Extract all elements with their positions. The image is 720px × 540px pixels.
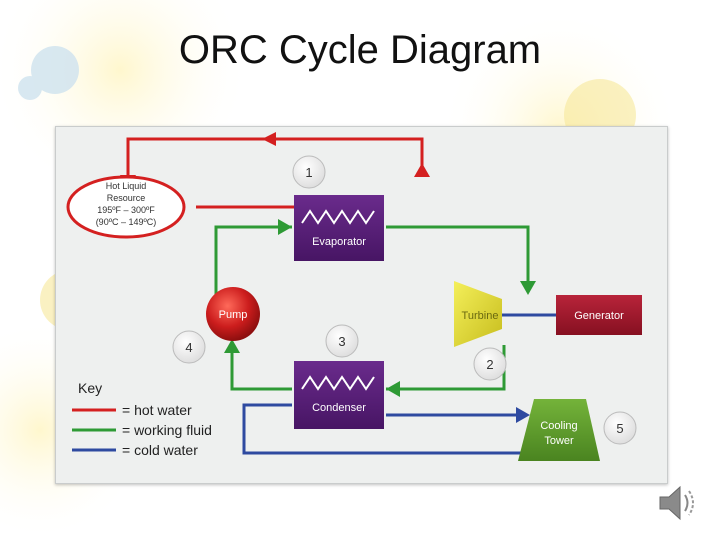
page-title: ORC Cycle Diagram (178, 28, 542, 72)
cooling-tower-label-1: Cooling (540, 420, 577, 432)
gear-icon (18, 46, 79, 100)
hot-water-arrow (414, 163, 430, 177)
pump: Pump (206, 287, 260, 341)
legend: Key = hot water = working fluid = cold w… (72, 380, 212, 458)
hot-water-arrow (262, 132, 276, 146)
legend-title: Key (78, 380, 102, 396)
step-badge: 4 (172, 330, 206, 364)
hot-liquid-resource: Hot Liquid Resource 195ºF – 300ºF (90ºC … (66, 175, 186, 239)
working-fluid-arrow (386, 381, 400, 397)
working-fluid-arrow (224, 339, 240, 353)
pump-label: Pump (219, 309, 248, 321)
cooling-tower: Cooling Tower (518, 399, 600, 461)
resource-line-4: (90ºC – 149ºC) (96, 217, 157, 227)
cold-water-arrow (516, 407, 530, 423)
diagram-panel: Hot Liquid Resource 195ºF – 300ºF (90ºC … (55, 126, 668, 484)
legend-label: = cold water (122, 442, 198, 458)
step-number: 3 (338, 334, 345, 349)
generator-label: Generator (574, 310, 624, 322)
step-number: 5 (616, 421, 623, 436)
step-badge: 2 (473, 347, 507, 381)
turbine-label: Turbine (462, 310, 499, 322)
cold-water-loop (242, 313, 556, 455)
resource-line-2: Resource (107, 193, 146, 203)
turbine: Turbine (454, 281, 502, 347)
resource-line-3: 195ºF – 300ºF (97, 205, 155, 215)
resource-line-1: Hot Liquid (106, 181, 147, 191)
step-number: 4 (185, 340, 192, 355)
coil-icon (301, 375, 375, 391)
legend-label: = working fluid (122, 422, 212, 438)
coil-icon (301, 209, 375, 225)
evaporator-label: Evaporator (312, 236, 366, 248)
step-number: 2 (486, 357, 493, 372)
orc-diagram: Hot Liquid Resource 195ºF – 300ºF (90ºC … (66, 132, 642, 461)
step-badge: 3 (325, 324, 359, 358)
step-badge: 5 (603, 411, 637, 445)
legend-label: = hot water (122, 402, 192, 418)
speaker-icon[interactable] (652, 477, 704, 529)
working-fluid-arrow (520, 281, 536, 295)
step-number: 1 (305, 165, 312, 180)
step-badge: 1 (292, 155, 326, 189)
condenser-label: Condenser (312, 402, 366, 414)
generator: Generator (556, 295, 642, 335)
condenser: Condenser (294, 361, 384, 429)
cooling-tower-label-2: Tower (544, 435, 574, 447)
working-fluid-arrow (278, 219, 292, 235)
evaporator: Evaporator (294, 195, 384, 261)
